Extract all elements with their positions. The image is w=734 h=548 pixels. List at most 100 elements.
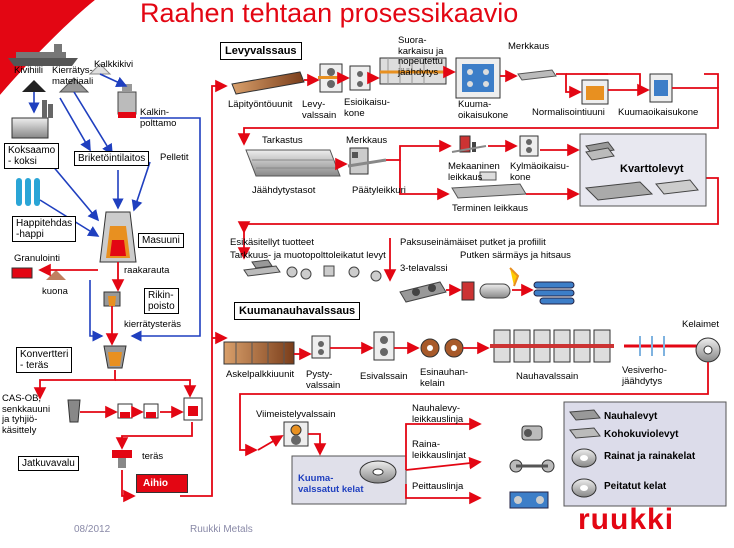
- strip-plates-line-icon: [521, 425, 543, 441]
- label-mechanical-cutting: Mekaaninen leikkaus: [448, 161, 500, 183]
- coal-pile-icon: [22, 80, 46, 92]
- corner-swoosh: [0, 0, 95, 95]
- oxygen-plant-icon: [16, 178, 40, 206]
- label-recycled-steel: kierrätysteräs: [124, 319, 182, 330]
- label-recycled-material: Kierrätys- materiaali: [52, 65, 94, 87]
- pipes-icon: [533, 281, 575, 305]
- label-normalizing-furnace: Normalisointiuuni: [532, 107, 605, 118]
- label-thermal-cutting: Terminen leikkaus: [452, 203, 529, 214]
- pickling-line-icon: [509, 491, 549, 509]
- label-coal: Kivihiili: [14, 65, 44, 76]
- label-slag: kuona: [42, 286, 68, 297]
- lime-kiln-icon: [117, 84, 137, 118]
- label-pre-treated-products: Esikäsitellyt tuotteet: [230, 237, 314, 248]
- label-coke-plant: Koksaamo - koksi: [4, 143, 60, 169]
- label-pellets: Pelletit: [160, 152, 189, 163]
- label-laminar-cooling: Vesiverho- jäähdytys: [622, 365, 667, 387]
- product-pickled-coils: Peitatut kelat: [604, 481, 667, 492]
- label-end-shear: Päätyleikkuri: [352, 185, 406, 196]
- label-cold-leveller: Kylmäoikaisu- kone: [510, 161, 570, 183]
- ladle-furnace-icons: [67, 397, 203, 423]
- ruukki-logo: ruukki: [578, 503, 675, 536]
- skin-pass-mill-icon: [283, 421, 309, 447]
- flame-cut-parts-icon: [286, 265, 382, 282]
- finishing-stands-icon: [490, 329, 614, 363]
- walking-beam-furnace-icon: [223, 341, 295, 365]
- granulation-icon: [11, 267, 33, 279]
- cooling-bed-icon: [245, 149, 341, 177]
- blast-furnace-icon: [99, 211, 137, 263]
- edger-icon: [311, 335, 331, 359]
- coke-plant-icon: [11, 100, 53, 139]
- label-pusher-furnaces: Läpityöntöuunit: [228, 99, 293, 110]
- strip-plates-icon: [569, 409, 601, 421]
- label-edger: Pysty- valssain: [306, 369, 341, 391]
- section-plate-rolling: Levyvalssaus: [220, 42, 302, 60]
- label-finishing-mill: Nauhavalssain: [516, 371, 579, 382]
- quarto-plates-icon: [584, 141, 699, 201]
- end-shear-icon: [347, 147, 387, 175]
- pipe-forming-icon: [461, 267, 520, 301]
- label-coil-box: Esinauhan- kelain: [420, 367, 469, 389]
- ship-icon: [8, 44, 78, 66]
- quenching-icon: [379, 57, 447, 85]
- label-coilers: Kelaimet: [682, 319, 719, 330]
- normalizing-furnace-icon: [581, 79, 609, 105]
- slitting-line-icon: [509, 459, 555, 473]
- label-desulphurization: Rikin- poisto: [144, 288, 179, 314]
- label-thick-walled-pipes: Paksuseinämäiset putket ja profiilit: [400, 237, 546, 248]
- roughing-mill-icon: [373, 331, 395, 361]
- label-roughing-mill: Esivalssain: [360, 371, 408, 382]
- hot-leveller-icon: [455, 57, 501, 99]
- label-pickling-line: Peittauslinja: [412, 481, 464, 492]
- label-lime-kiln: Kalkin- polttamo: [140, 107, 177, 129]
- label-hot-rolled-coils: Kuuma- valssatut kelat: [298, 473, 364, 495]
- converter-icon: [103, 345, 127, 369]
- label-three-roll-bending: 3-telavalssi: [400, 263, 448, 274]
- reheating-furnace-icon: [231, 71, 305, 95]
- label-skin-pass-mill: Viimeistelyvalssain: [256, 409, 336, 420]
- label-direct-quenching: Suora- karkaisu ja nopeutettu jäähdytys: [398, 35, 444, 78]
- label-pig-iron: raakarauta: [124, 265, 170, 276]
- slag-pile-icon: [46, 270, 66, 280]
- label-slab: Aihio: [136, 474, 188, 493]
- footer-date: 08/2012: [74, 524, 111, 535]
- marking-plate-icon: [517, 69, 557, 81]
- chequer-plates-icon: [569, 427, 601, 439]
- pre-treated-products-icon: [243, 259, 281, 277]
- coil-box-icon: [420, 338, 464, 358]
- label-blast-furnace: Masuuni: [138, 233, 184, 248]
- label-flame-cut-plates: Tarkkuus- ja muotopolttoleikatut levyt: [230, 250, 386, 261]
- label-marking-1: Merkkaus: [508, 41, 550, 52]
- product-chequer-plates: Kohokuviolevyt: [604, 429, 679, 440]
- label-secondary-metallurgy: CAS-OB, senkkauuni ja tyhjiö- käsittely: [2, 393, 51, 436]
- label-cooling-beds: Jäähdytystasot: [252, 185, 316, 196]
- label-quarto-plates: Kvarttolevyt: [620, 163, 684, 175]
- label-slitting-lines: Raina- leikkauslinjat: [412, 439, 466, 461]
- coiler-icon: [695, 337, 721, 363]
- mechanical-cutting-icon: [451, 135, 487, 153]
- label-briquetting-plant: Briketöintilaitos: [74, 151, 150, 166]
- hot-leveller2-icon: [649, 73, 673, 103]
- label-hot-leveller: Kuuma- oikaisukone: [458, 99, 509, 121]
- label-converter: Konvertteri - teräs: [16, 347, 73, 373]
- label-plate-mill: Levy- valssain: [302, 99, 337, 121]
- label-pre-leveller: Esioikaisu- kone: [344, 97, 390, 119]
- label-hot-leveller-2: Kuumaoikaisukone: [618, 107, 699, 118]
- plate-mill-icon: [318, 63, 344, 93]
- laminar-cooling-icon: [624, 336, 700, 356]
- product-slit-coils: Rainat ja rainakelat: [604, 451, 696, 462]
- label-pipe-forming-welding: Putken särmäys ja hitsaus: [460, 250, 571, 261]
- label-limestone: Kalkkikivi: [94, 59, 134, 70]
- label-marking-2: Merkkaus: [346, 135, 388, 146]
- continuous-casting-icon: [112, 450, 132, 468]
- label-inspection: Tarkastus: [262, 135, 303, 146]
- three-roll-bending-icon: [399, 281, 447, 303]
- label-steel: teräs: [142, 451, 164, 462]
- section-hot-strip-rolling: Kuumanauhavalssaus: [234, 302, 361, 320]
- label-continuous-casting: Jatkuvavalu: [18, 456, 79, 471]
- slit-coils-icon: [571, 448, 597, 468]
- desulphurization-icon: [103, 291, 121, 307]
- label-walking-beam-furnaces: Askelpalkkiuunit: [226, 369, 295, 380]
- label-oxygen-plant: Happitehdas -happi: [12, 216, 77, 242]
